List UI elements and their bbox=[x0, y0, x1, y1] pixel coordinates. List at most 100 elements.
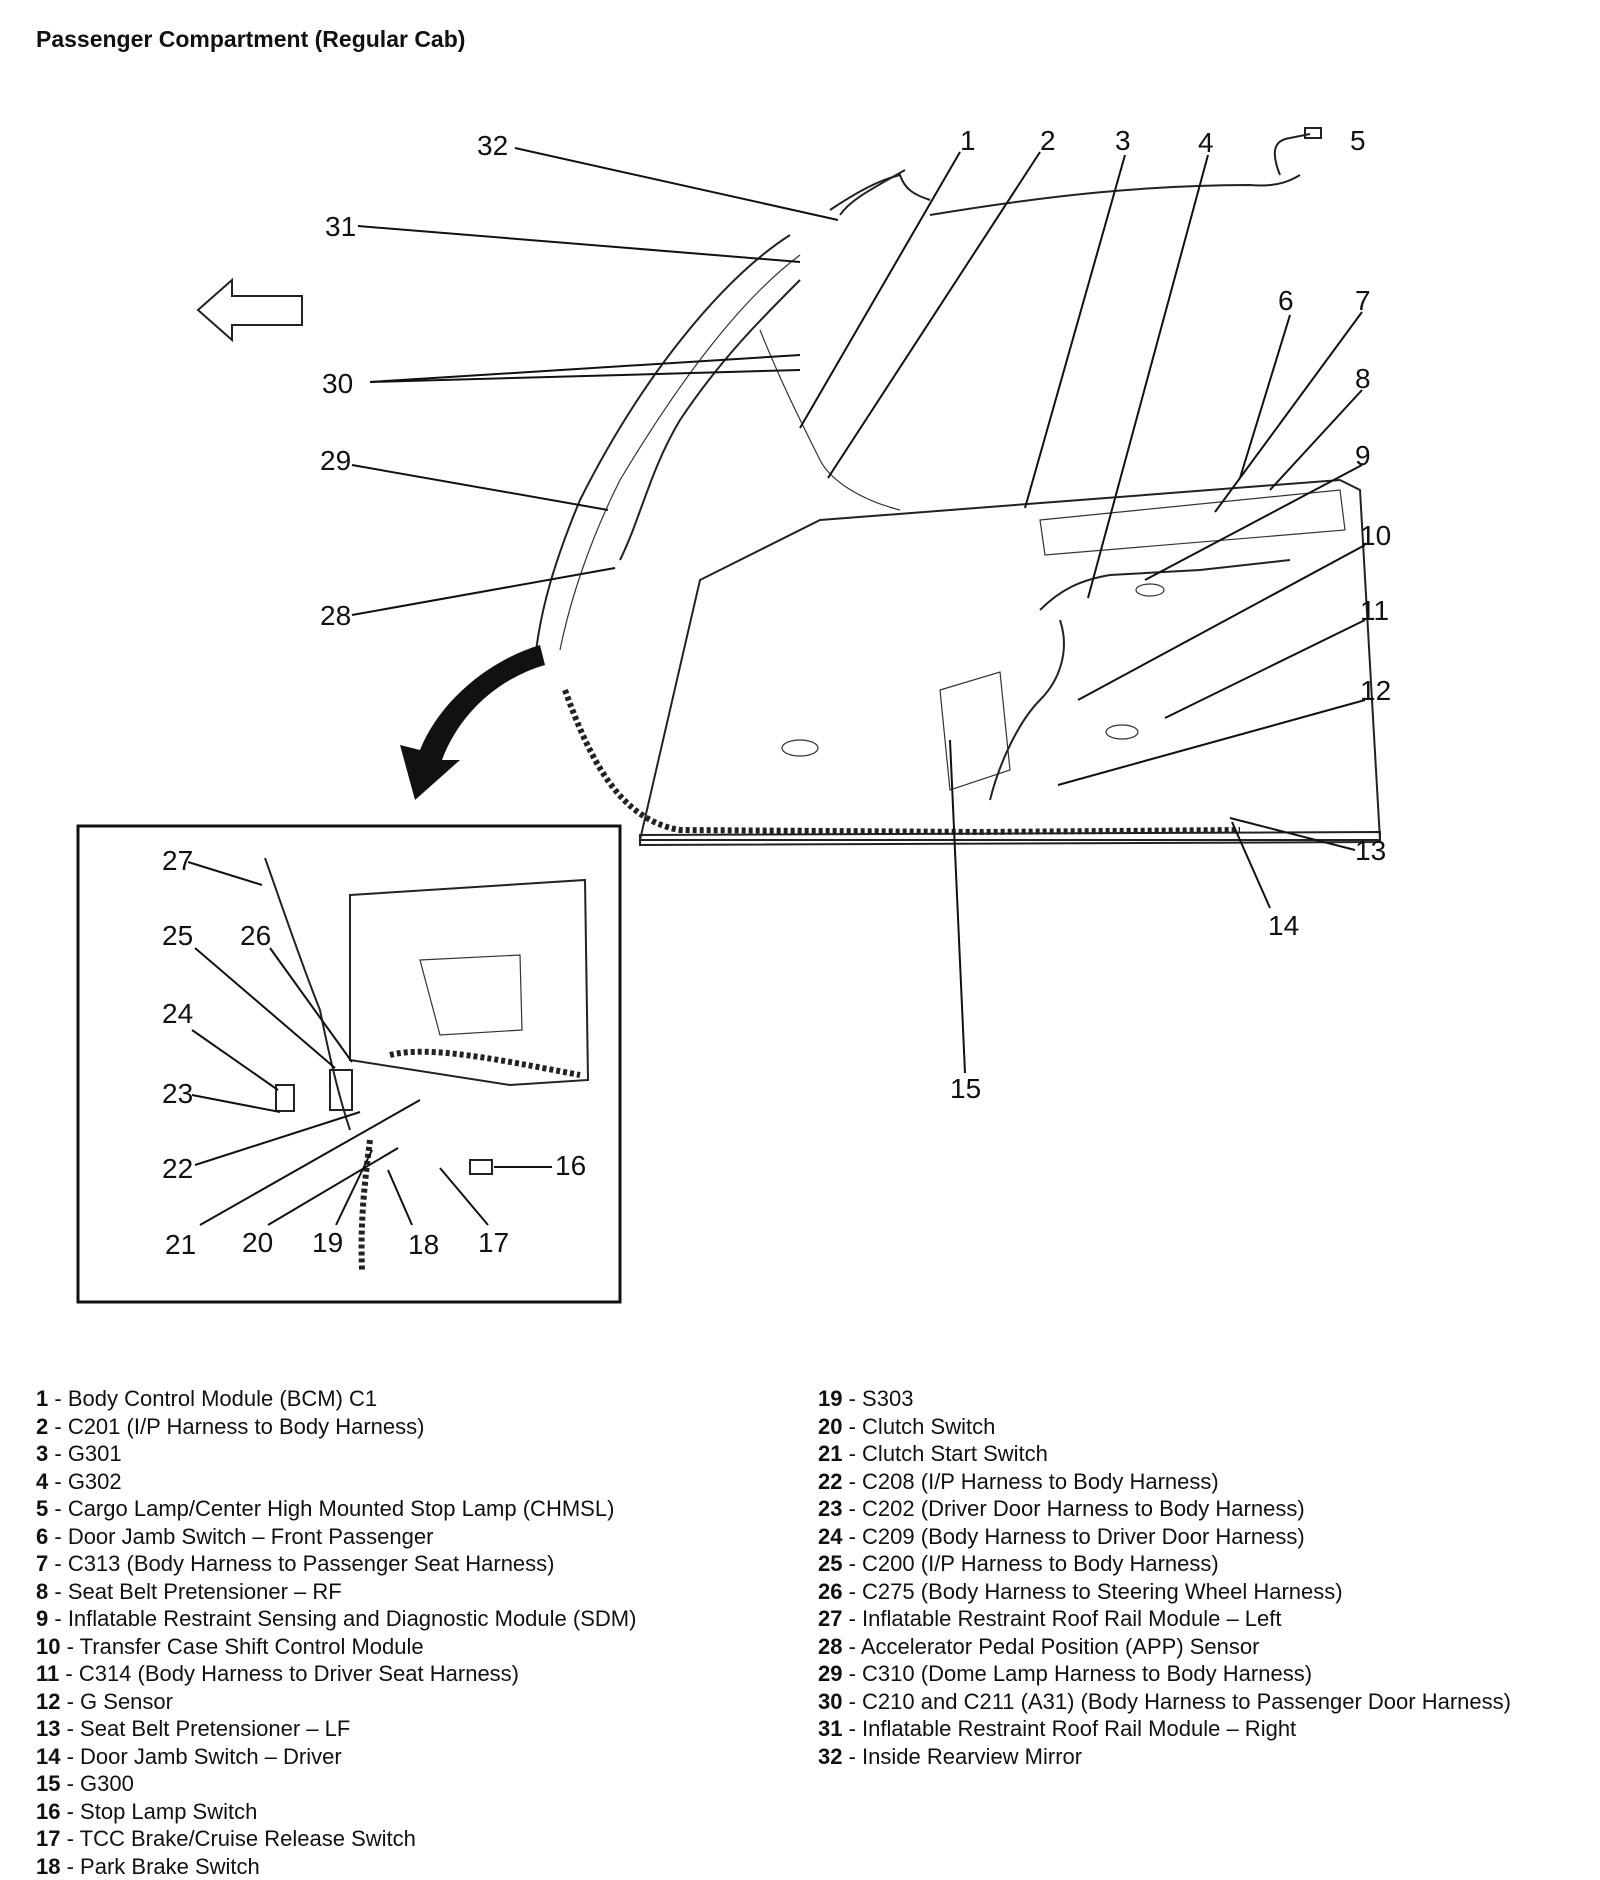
legend-text: S303 bbox=[862, 1386, 913, 1411]
callout-12: 12 bbox=[1360, 675, 1391, 706]
inset-connector-16 bbox=[470, 1160, 492, 1174]
legend-text: Door Jamb Switch – Front Passenger bbox=[68, 1524, 434, 1549]
legend-number: 23 bbox=[818, 1496, 842, 1521]
callout-4: 4 bbox=[1198, 127, 1214, 158]
legend-item: 20 - Clutch Switch bbox=[818, 1413, 1598, 1441]
legend-text: C208 (I/P Harness to Body Harness) bbox=[862, 1469, 1219, 1494]
legend-item: 11 - C314 (Body Harness to Driver Seat H… bbox=[36, 1660, 806, 1688]
legend-number: 25 bbox=[818, 1551, 842, 1576]
legend-number: 24 bbox=[818, 1524, 842, 1549]
legend-number: 13 bbox=[36, 1716, 60, 1741]
legend-text: Body Control Module (BCM) C1 bbox=[68, 1386, 377, 1411]
legend-item: 21 - Clutch Start Switch bbox=[818, 1440, 1598, 1468]
legend-number: 28 bbox=[818, 1634, 842, 1659]
legend-text: Transfer Case Shift Control Module bbox=[80, 1634, 424, 1659]
callout-7: 7 bbox=[1355, 285, 1371, 316]
callout-22: 22 bbox=[162, 1153, 193, 1184]
roof-line bbox=[930, 175, 1300, 215]
callout-18: 18 bbox=[408, 1229, 439, 1260]
legend-item: 13 - Seat Belt Pretensioner – LF bbox=[36, 1715, 806, 1743]
inset-leader-lines bbox=[188, 862, 552, 1225]
cargo-lamp-connector bbox=[1305, 128, 1321, 138]
callout-3: 3 bbox=[1115, 125, 1131, 156]
legend-number: 10 bbox=[36, 1634, 60, 1659]
callout-5: 5 bbox=[1350, 125, 1366, 156]
callout-2: 2 bbox=[1040, 125, 1056, 156]
legend-number: 7 bbox=[36, 1551, 48, 1576]
legend-number: 18 bbox=[36, 1854, 60, 1879]
body-harness-floor bbox=[565, 690, 1240, 832]
legend-item: 17 - TCC Brake/Cruise Release Switch bbox=[36, 1825, 806, 1853]
legend-item: 28 - Accelerator Pedal Position (APP) Se… bbox=[818, 1633, 1598, 1661]
legend-item: 16 - Stop Lamp Switch bbox=[36, 1798, 806, 1826]
callout-29: 29 bbox=[320, 445, 351, 476]
legend-number: 5 bbox=[36, 1496, 48, 1521]
floor-plug-1 bbox=[782, 740, 818, 756]
inset-connector-24 bbox=[276, 1085, 294, 1111]
callout-13: 13 bbox=[1355, 835, 1386, 866]
legend-item: 19 - S303 bbox=[818, 1385, 1598, 1413]
legend-text: Inflatable Restraint Sensing and Diagnos… bbox=[68, 1606, 637, 1631]
legend-number: 9 bbox=[36, 1606, 48, 1631]
legend-item: 8 - Seat Belt Pretensioner – RF bbox=[36, 1578, 806, 1606]
legend-text: Accelerator Pedal Position (APP) Sensor bbox=[861, 1634, 1260, 1659]
legend-number: 8 bbox=[36, 1579, 48, 1604]
legend-item: 12 - G Sensor bbox=[36, 1688, 806, 1716]
leader-lines bbox=[352, 148, 1365, 1073]
callout-6: 6 bbox=[1278, 285, 1294, 316]
legend-number: 16 bbox=[36, 1799, 60, 1824]
legend-text: C313 (Body Harness to Passenger Seat Har… bbox=[68, 1551, 555, 1576]
callout-11: 11 bbox=[1360, 595, 1389, 626]
legend-right-column: 19 - S303 20 - Clutch Switch 21 - Clutch… bbox=[818, 1385, 1598, 1770]
legend-number: 4 bbox=[36, 1469, 48, 1494]
ip-harness bbox=[620, 280, 800, 560]
legend-number: 6 bbox=[36, 1524, 48, 1549]
legend-text: Cargo Lamp/Center High Mounted Stop Lamp… bbox=[68, 1496, 615, 1521]
callout-10: 10 bbox=[1360, 520, 1391, 551]
callout-31: 31 bbox=[325, 211, 356, 242]
legend-item: 32 - Inside Rearview Mirror bbox=[818, 1743, 1598, 1771]
legend-text: Inflatable Restraint Roof Rail Module – … bbox=[862, 1716, 1296, 1741]
a-pillar-inner bbox=[560, 255, 800, 650]
callout-26: 26 bbox=[240, 920, 271, 951]
callout-1: 1 bbox=[960, 125, 976, 156]
legend-text: C202 (Driver Door Harness to Body Harnes… bbox=[862, 1496, 1305, 1521]
callout-14: 14 bbox=[1268, 910, 1299, 941]
legend-item: 26 - C275 (Body Harness to Steering Whee… bbox=[818, 1578, 1598, 1606]
legend-item: 15 - G300 bbox=[36, 1770, 806, 1798]
legend-number: 29 bbox=[818, 1661, 842, 1686]
floor-plug-2 bbox=[1106, 725, 1138, 739]
legend-item: 10 - Transfer Case Shift Control Module bbox=[36, 1633, 806, 1661]
legend-number: 17 bbox=[36, 1826, 60, 1851]
callout-25: 25 bbox=[162, 920, 193, 951]
roof-harness-left bbox=[830, 175, 930, 210]
legend-text: TCC Brake/Cruise Release Switch bbox=[80, 1826, 416, 1851]
callout-16: 16 bbox=[555, 1150, 586, 1181]
legend-item: 29 - C310 (Dome Lamp Harness to Body Har… bbox=[818, 1660, 1598, 1688]
direction-arrow bbox=[198, 280, 302, 340]
legend-text: C210 and C211 (A31) (Body Harness to Pas… bbox=[862, 1689, 1511, 1714]
legend-number: 3 bbox=[36, 1441, 48, 1466]
legend-item: 7 - C313 (Body Harness to Passenger Seat… bbox=[36, 1550, 806, 1578]
legend-item: 5 - Cargo Lamp/Center High Mounted Stop … bbox=[36, 1495, 806, 1523]
callout-23: 23 bbox=[162, 1078, 193, 1109]
callout-20: 20 bbox=[242, 1227, 273, 1258]
legend-number: 1 bbox=[36, 1386, 48, 1411]
legend-text: C201 (I/P Harness to Body Harness) bbox=[68, 1414, 425, 1439]
floor-plug-3 bbox=[1136, 584, 1164, 596]
legend-text: Clutch Switch bbox=[862, 1414, 995, 1439]
legend-item: 14 - Door Jamb Switch – Driver bbox=[36, 1743, 806, 1771]
legend-number: 22 bbox=[818, 1469, 842, 1494]
legend-number: 32 bbox=[818, 1744, 842, 1769]
inset-dash-detail bbox=[420, 955, 522, 1035]
legend-item: 25 - C200 (I/P Harness to Body Harness) bbox=[818, 1550, 1598, 1578]
legend-text: C310 (Dome Lamp Harness to Body Harness) bbox=[862, 1661, 1312, 1686]
cargo-lamp-harness bbox=[1275, 134, 1310, 175]
inset-pointer-arrow bbox=[400, 645, 545, 800]
callout-28: 28 bbox=[320, 600, 351, 631]
callout-24: 24 bbox=[162, 998, 193, 1029]
callout-30: 30 bbox=[322, 368, 353, 399]
legend-text: Inside Rearview Mirror bbox=[862, 1744, 1082, 1769]
legend-text: Seat Belt Pretensioner – RF bbox=[68, 1579, 342, 1604]
legend-number: 2 bbox=[36, 1414, 48, 1439]
